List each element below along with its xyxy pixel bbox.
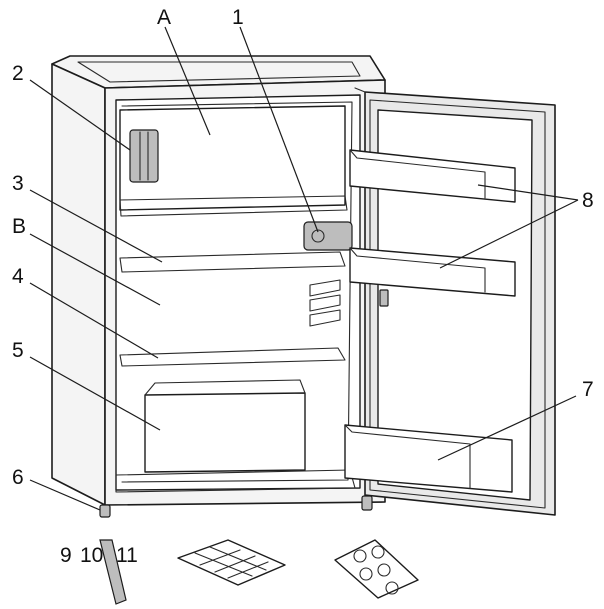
- leader-8-lower: [439, 199, 579, 269]
- door-shelf-middle: [349, 247, 516, 297]
- leveling-foot: [99, 504, 111, 518]
- ice-cell: [371, 545, 385, 559]
- label-4: 4: [12, 265, 24, 288]
- label-2: 2: [12, 62, 24, 85]
- shelf-rail-2: [309, 294, 341, 312]
- ice-cell: [377, 563, 391, 577]
- control-knob: [129, 129, 159, 183]
- shelf-upper: [119, 251, 346, 273]
- label-5: 5: [12, 339, 24, 362]
- leader-8-upper: [477, 184, 579, 201]
- label-A: A: [157, 6, 171, 29]
- ice-tray-left-cells: [194, 546, 269, 579]
- crisper-drawer: [144, 392, 306, 473]
- door-shelf-bottom-lip: [344, 424, 471, 489]
- leader-5: [29, 356, 161, 431]
- label-8: 8: [582, 189, 594, 212]
- leader-B: [29, 233, 161, 306]
- label-3: 3: [12, 172, 24, 195]
- label-6: 6: [12, 466, 24, 489]
- leader-4: [29, 282, 159, 359]
- light-bulb: [311, 229, 325, 243]
- label-9: 9: [60, 544, 72, 567]
- label-B: B: [12, 215, 26, 238]
- shelf-lower: [119, 347, 346, 367]
- freezer-flap: [119, 195, 348, 217]
- door-hinge-bottom: [361, 495, 373, 511]
- shelf-rail-3: [309, 309, 341, 327]
- ice-cell: [353, 549, 367, 563]
- scraper-accessory: [99, 539, 127, 605]
- label-7: 7: [582, 378, 594, 401]
- ice-tray-left: [177, 539, 286, 586]
- door-shelf-middle-lip: [349, 247, 486, 293]
- leader-6: [29, 479, 101, 511]
- light-assembly: [303, 221, 353, 251]
- door-inner-panel: [377, 109, 533, 501]
- door-latch: [379, 289, 389, 307]
- label-1: 1: [232, 6, 244, 29]
- label-11: 11: [116, 544, 138, 567]
- ice-cell: [359, 567, 373, 581]
- leader-1: [239, 26, 319, 233]
- shelf-rail-1: [309, 279, 341, 297]
- cabinet-top-panel: [77, 61, 361, 83]
- crisper-drawer-rim: [144, 379, 306, 396]
- compartment-floor: [115, 469, 356, 493]
- door-hinge-top: [354, 87, 366, 93]
- leader-7: [437, 395, 577, 461]
- door-gasket: [369, 99, 546, 509]
- ice-cell: [385, 581, 399, 595]
- ice-tray-right: [334, 539, 419, 599]
- door-shelf-upper: [349, 149, 516, 203]
- door-shelf-upper-lip: [349, 149, 486, 199]
- inner-back-wall: [121, 101, 353, 483]
- leader-2: [29, 79, 131, 151]
- label-10: 10: [80, 544, 103, 567]
- cabinet-left-side: [51, 63, 106, 506]
- leader-3: [29, 189, 163, 263]
- leader-A: [164, 26, 211, 136]
